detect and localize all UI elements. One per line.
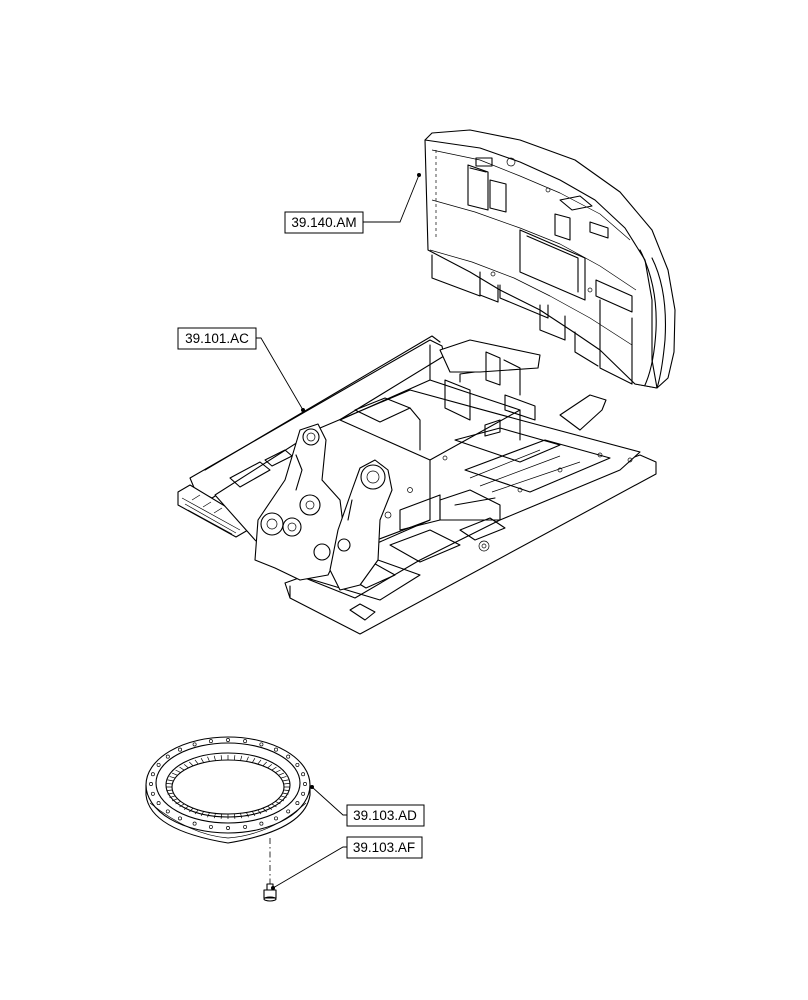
callout-slew-ring-text: 39.103.AD	[353, 808, 417, 823]
ring-bolt-hole	[243, 739, 248, 744]
ring-bolt-hole	[226, 826, 230, 830]
ring-bolt-hole	[303, 782, 307, 786]
ring-bolt-hole	[208, 824, 213, 829]
counterweight-part	[424, 129, 676, 389]
ring-bolt-hole	[243, 824, 248, 829]
ring-bolt-hole	[165, 754, 170, 759]
ring-bolt-hole	[286, 754, 291, 759]
ring-bolt-hole	[150, 772, 155, 777]
leader-lines	[256, 173, 421, 890]
callout-bolt: 39.103.AF	[346, 836, 423, 859]
ring-bolt-hole	[192, 742, 197, 747]
callout-frame-text: 39.101.AC	[185, 331, 249, 346]
ring-bolt-hole	[274, 747, 278, 752]
ring-bolt-hole	[226, 738, 230, 742]
ring-bolt-hole	[208, 739, 213, 744]
ring-bolt-hole	[149, 782, 153, 786]
ring-bolt-hole	[301, 791, 306, 796]
ring-bolt-hole	[165, 809, 170, 814]
callout-counterweight-text: 39.140.AM	[291, 215, 356, 230]
ring-bolt-hole	[150, 791, 155, 796]
ring-bolt-hole	[274, 816, 278, 821]
ring-bolt-hole	[178, 816, 182, 821]
slew-ring-part	[145, 736, 311, 844]
bolt-part	[263, 883, 277, 902]
ring-bolt-hole	[259, 742, 264, 747]
ring-bolt-hole	[295, 801, 300, 806]
ring-bolt-hole	[301, 772, 306, 777]
ring-bolt-hole	[156, 762, 161, 767]
ring-bolt-hole	[259, 821, 264, 826]
ring-bolt-hole	[286, 809, 291, 814]
ring-bolt-hole	[295, 762, 300, 767]
callout-counterweight: 39.140.AM	[284, 211, 364, 234]
upper-frame-part	[177, 335, 657, 635]
callout-bolt-text: 39.103.AF	[353, 840, 415, 855]
ring-bolt-hole	[156, 801, 161, 806]
callout-slew-ring: 39.103.AD	[346, 804, 425, 827]
callout-frame: 39.101.AC	[177, 327, 257, 350]
ring-bolt-hole	[178, 747, 182, 752]
ring-bolt-hole	[192, 821, 197, 826]
